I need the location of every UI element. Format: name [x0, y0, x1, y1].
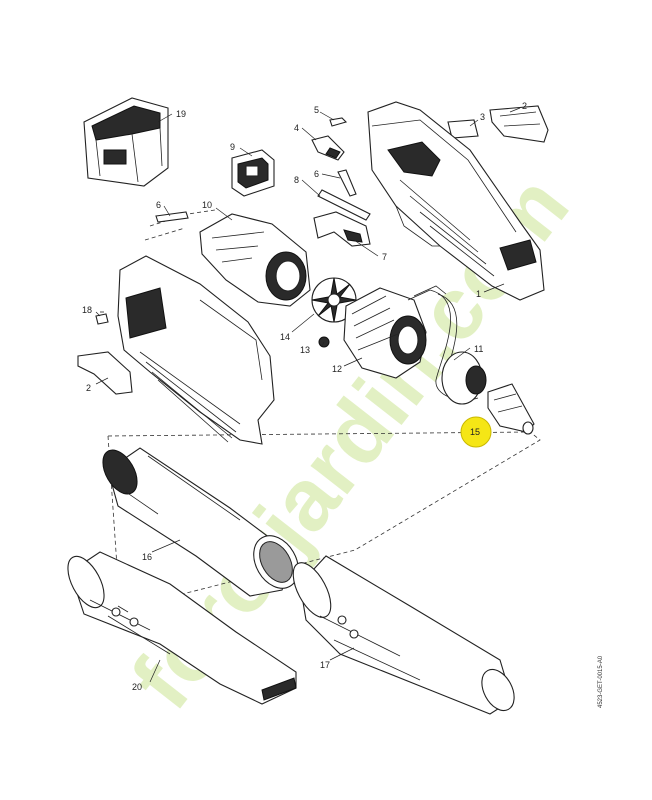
part-7-trigger — [313, 211, 371, 247]
part-18-screw — [95, 311, 109, 325]
part-16-blower-tube — [102, 447, 299, 597]
label-2-upper: 2 — [522, 101, 527, 111]
label-19: 19 — [176, 109, 186, 119]
label-7: 7 — [382, 252, 387, 262]
part-3-plate — [447, 119, 479, 139]
part-10-blower-shroud — [199, 213, 311, 307]
label-20: 20 — [132, 682, 142, 692]
label-9: 9 — [230, 142, 235, 152]
label-17: 17 — [320, 660, 330, 670]
label-6-upper: 6 — [314, 169, 319, 179]
label-11: 11 — [474, 344, 483, 354]
left-housing — [117, 255, 275, 445]
label-1: 1 — [476, 289, 481, 299]
label-2-lower: 2 — [86, 383, 91, 393]
label-3: 3 — [480, 112, 485, 122]
diagram-code: 4523-GET-0015-A0 — [598, 655, 604, 708]
part-15-highlight — [460, 416, 492, 448]
part-6-spring-lower — [155, 211, 189, 223]
part-2-cover-clip — [489, 105, 549, 143]
label-18: 18 — [82, 305, 92, 315]
label-12: 12 — [332, 364, 342, 374]
part-19-battery-housing — [83, 97, 169, 187]
label-6-lower: 6 — [156, 200, 161, 210]
part-17-round-nozzle — [292, 555, 515, 715]
label-15: 15 — [470, 427, 480, 437]
part-12-motor — [343, 285, 447, 379]
part-14-fan — [311, 277, 357, 323]
label-4: 4 — [294, 123, 299, 133]
part-11-capacitor — [429, 289, 487, 405]
part-4-lever — [311, 135, 345, 161]
label-16: 16 — [142, 552, 152, 562]
part-6-spring-upper — [337, 169, 357, 197]
part-9-switch — [231, 149, 275, 197]
leader-lines — [95, 107, 521, 683]
label-5: 5 — [314, 105, 319, 115]
part-20-flat-nozzle — [67, 551, 297, 705]
label-8: 8 — [294, 175, 299, 185]
label-10: 10 — [202, 200, 212, 210]
part-8-rod — [317, 189, 371, 221]
part-15-nozzle-tip — [487, 383, 535, 435]
part-labels: 19 9 5 4 6 8 7 6 10 3 2 1 11 12 13 14 18… — [82, 101, 527, 692]
part-1-right-housing — [367, 101, 545, 301]
label-14: 14 — [280, 332, 290, 342]
label-13: 13 — [300, 345, 310, 355]
part-2-grip — [77, 351, 133, 395]
